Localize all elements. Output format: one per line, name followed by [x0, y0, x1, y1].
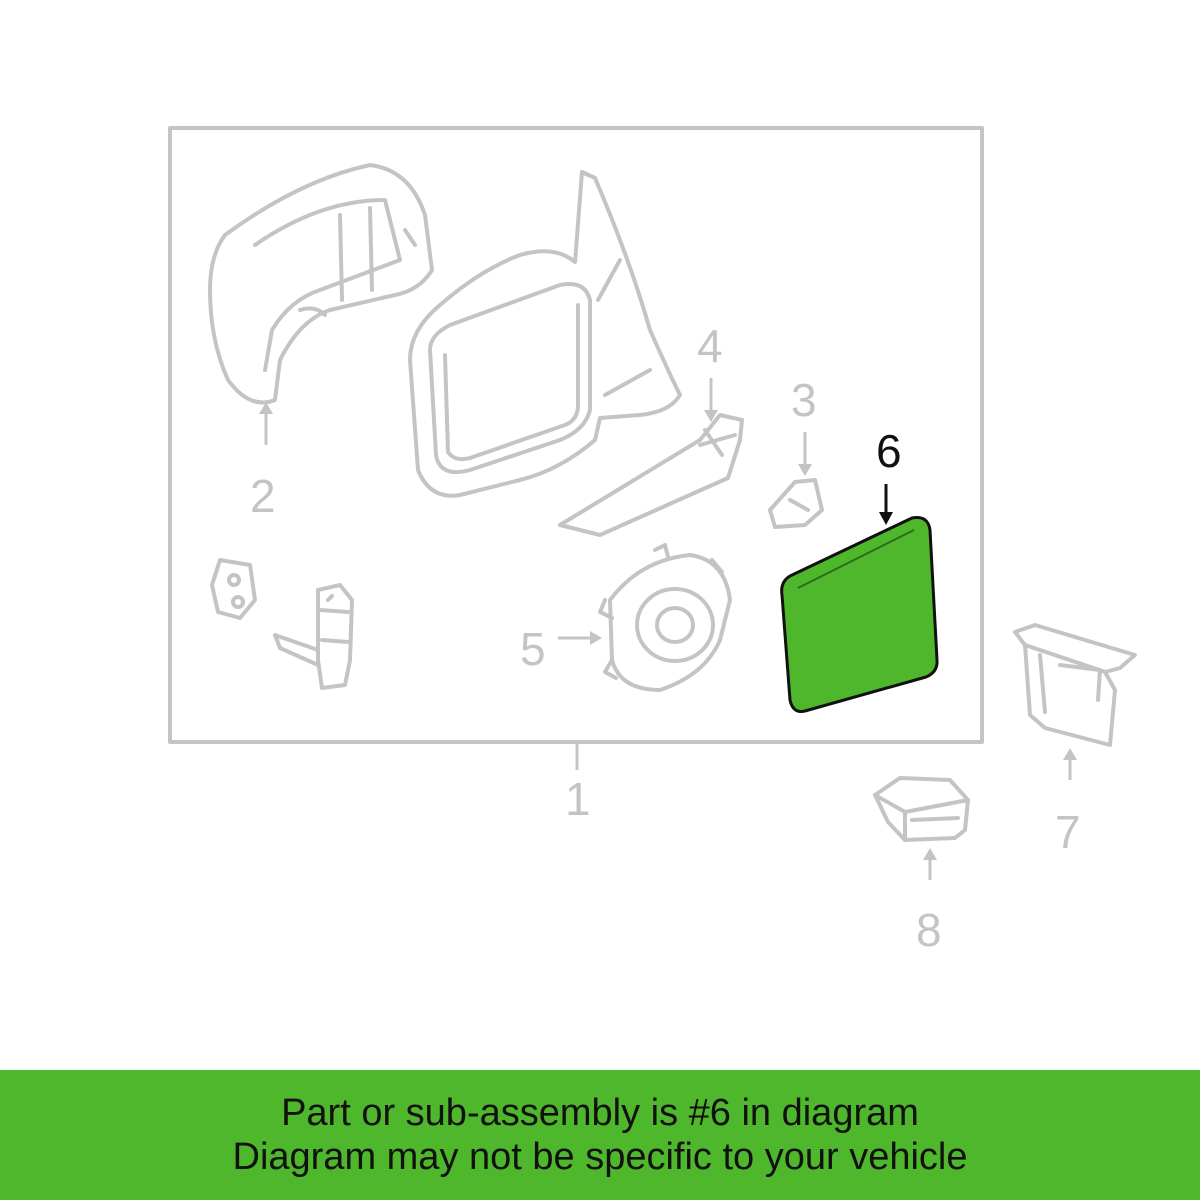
callout-8: 8 [916, 904, 942, 956]
arrow-6-head [879, 512, 893, 525]
part-5-actuator[interactable] [598, 543, 732, 692]
callout-1: 1 [565, 773, 591, 825]
part-3-clip[interactable] [768, 478, 824, 529]
arrow-7-head [1063, 748, 1077, 760]
callout-7: 7 [1055, 806, 1081, 858]
banner-line-2: Diagram may not be specific to your vehi… [232, 1136, 968, 1178]
callout-6: 6 [876, 425, 902, 477]
arrow-3-head [798, 464, 812, 476]
arrow-5-head [590, 631, 602, 645]
banner-line-1: Part or sub-assembly is #6 in diagram [281, 1092, 919, 1134]
arrow-2-head [259, 402, 273, 414]
callout-5: 5 [520, 623, 546, 675]
arrow-8-head [923, 848, 937, 860]
callout-4: 4 [697, 320, 723, 372]
part-6-mirror-glass[interactable] [780, 516, 939, 713]
callout-2: 2 [250, 470, 276, 522]
part-gasket [210, 558, 257, 620]
part-2-mirror-cover[interactable] [208, 163, 434, 405]
part-7-switch-housing[interactable] [1013, 623, 1137, 747]
part-1-mirror-housing[interactable] [408, 170, 682, 498]
arrow-4-head [704, 410, 718, 422]
part-8-switch[interactable] [873, 776, 970, 842]
part-mount-bracket [273, 583, 354, 690]
info-banner: Part or sub-assembly is #6 in diagram Di… [0, 1070, 1200, 1200]
parts-diagram: 2 4 3 5 [168, 126, 1137, 956]
part-4-bracket-arm[interactable] [558, 413, 744, 537]
callout-3: 3 [791, 374, 817, 426]
